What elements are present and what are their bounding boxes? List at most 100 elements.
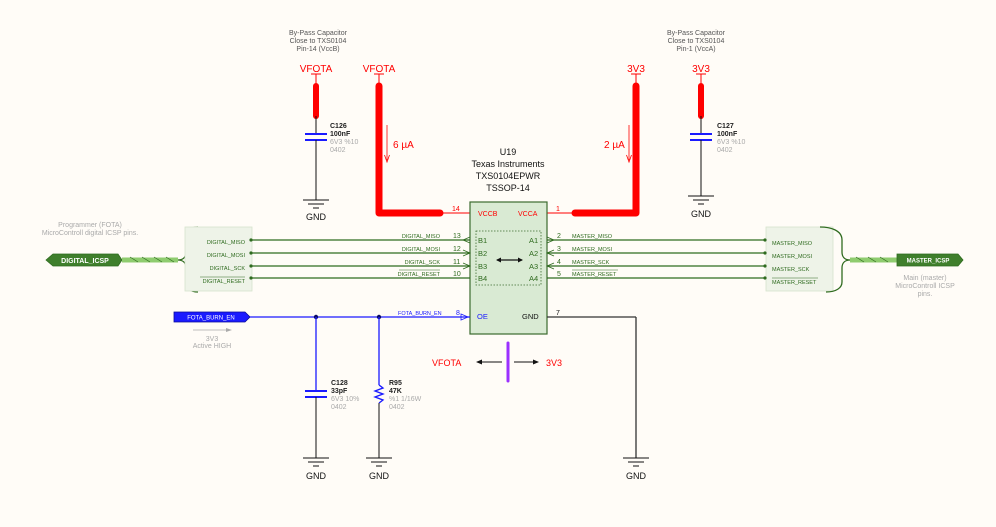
ic-u19[interactable]: VCCB VCCA B1 B2 B3 B4 A1 A2 A3 A4 OE GND: [469, 201, 548, 335]
port-fota-burn-en[interactable]: FOTA_BURN_EN: [173, 311, 251, 323]
resistor-r95[interactable]: R95 47K %1 1/16W 0402: [373, 317, 422, 458]
pin-label-vcca: VCCA: [518, 211, 538, 218]
direction-legend: VFOTA 3V3: [432, 341, 562, 383]
ic-gnd-wire: [547, 316, 637, 458]
pin-label-vccb: VCCB: [478, 211, 498, 218]
pin-num-3: 3: [557, 246, 561, 253]
pin-label-a2: A2: [529, 249, 538, 258]
bypass-note-left-line2: Close to TXS0104: [290, 38, 347, 45]
current-label-a: 2 µA: [604, 140, 625, 151]
capacitor-c127[interactable]: C127 100nF 6V3 %10 0402: [690, 83, 746, 196]
bypass-note-left-line1: By-Pass Capacitor: [289, 30, 348, 37]
pin-label-gnd: GND: [522, 312, 539, 321]
port-digital-icsp[interactable]: DIGITAL_ICSP: [45, 253, 123, 267]
harness-entry-digital-sck: DIGITAL_SCK: [210, 266, 246, 272]
pin-num-1: 1: [556, 206, 560, 213]
direction-label-3v3: 3V3: [546, 358, 562, 368]
harness-entry-master-reset: MASTER_RESET: [772, 280, 817, 286]
c126-ref: C126: [330, 123, 347, 130]
direction-label-vfota: VFOTA: [432, 358, 461, 368]
digital-signal-wires: [249, 236, 472, 280]
ic-u19-header: U19 Texas Instruments TXS0104EPWR TSSOP-…: [471, 147, 545, 193]
c128-ref: C128: [331, 380, 348, 387]
power-label-3v3-cap: 3V3: [692, 64, 710, 75]
gnd-label-r95: GND: [369, 471, 390, 481]
pin-num-2: 2: [557, 233, 561, 240]
r95-package: 0402: [389, 404, 405, 411]
gnd-label-c126: GND: [306, 212, 327, 222]
net-label-master-mosi: MASTER_MOSI: [572, 247, 613, 253]
programmer-note: Programmer (FOTA) MicroControll digital …: [42, 222, 138, 237]
arrow-left-icon: [476, 359, 482, 365]
ic-part-number: TXS0104EPWR: [476, 171, 541, 181]
power-label-vfota-ic: VFOTA: [363, 64, 396, 75]
master-note-line3: pins.: [918, 291, 933, 298]
net-label-master-reset: MASTER_RESET: [572, 272, 617, 278]
capacitor-c126[interactable]: C126 100nF 6V3 %10 0402: [305, 83, 359, 200]
harness-entry-digital-miso: DIGITAL_MISO: [207, 240, 246, 246]
harness-entry-master-mosi: MASTER_MOSI: [772, 254, 813, 260]
ground-symbol-c126: GND: [303, 199, 329, 222]
ic-ref: U19: [500, 147, 517, 157]
c128-value: 33pF: [331, 388, 348, 395]
ground-symbol-c128: GND: [303, 457, 329, 481]
ic-body[interactable]: [469, 201, 548, 335]
pin-num-8: 8: [456, 310, 460, 317]
pin-label-b1: B1: [478, 236, 487, 245]
pin-num-13: 13: [453, 233, 461, 240]
pin-num-14: 14: [452, 206, 460, 213]
master-note-line1: Main (master): [903, 275, 946, 282]
c126-value: 100nF: [330, 131, 351, 138]
vccb-power-trace[interactable]: [375, 82, 444, 217]
arrow-right-icon: [533, 359, 539, 365]
fota-level-line1: 3V3: [206, 336, 219, 343]
harness-entry-digital-mosi: DIGITAL_MOSI: [207, 253, 246, 259]
port-label-fota-burn-en: FOTA_BURN_EN: [187, 316, 235, 322]
pin-label-a4: A4: [529, 274, 538, 283]
port-master-icsp[interactable]: MASTER_ICSP: [896, 253, 964, 267]
pin-label-b3: B3: [478, 262, 487, 271]
r95-spec: %1 1/16W: [389, 396, 422, 403]
c128-spec: 6V3 10%: [331, 396, 359, 403]
power-port-vfota-cap[interactable]: VFOTA: [300, 64, 333, 84]
bypass-note-left: By-Pass Capacitor Close to TXS0104 Pin-1…: [289, 30, 348, 53]
capacitor-c128[interactable]: C128 33pF 6V3 10% 0402: [305, 317, 359, 458]
harness-digital[interactable]: DIGITAL_MISO DIGITAL_MOSI DIGITAL_SCK DI…: [177, 226, 253, 293]
harness-master[interactable]: MASTER_MISO MASTER_MOSI MASTER_SCK MASTE…: [765, 226, 851, 293]
gnd-label-ic: GND: [626, 471, 647, 481]
ground-symbol-r95: GND: [366, 457, 392, 481]
net-label-master-sck: MASTER_SCK: [572, 260, 610, 266]
power-port-3v3-cap[interactable]: 3V3: [692, 64, 710, 84]
current-annotation-b: 6 µA: [384, 125, 414, 164]
fota-level-line2: Active HIGH: [193, 343, 232, 350]
gnd-label-c127: GND: [691, 209, 712, 219]
harness-entry-master-sck: MASTER_SCK: [772, 267, 810, 273]
vcca-power-trace[interactable]: [571, 82, 640, 217]
power-port-vfota-ic[interactable]: VFOTA: [363, 64, 396, 84]
ic-manufacturer: Texas Instruments: [471, 159, 545, 169]
pin-num-10: 10: [453, 271, 461, 278]
gnd-label-c128: GND: [306, 471, 327, 481]
port-label-master-icsp: MASTER_ICSP: [907, 259, 950, 265]
net-label-digital-miso: DIGITAL_MISO: [402, 234, 441, 240]
net-label-digital-sck: DIGITAL_SCK: [405, 260, 441, 266]
harness-entry-master-miso: MASTER_MISO: [772, 241, 813, 247]
power-port-3v3-ic[interactable]: 3V3: [627, 64, 645, 84]
master-note: Main (master) MicroControll ICSP pins.: [895, 275, 955, 298]
power-label-3v3-ic: 3V3: [627, 64, 645, 75]
pin-label-oe: OE: [477, 312, 488, 321]
pin-label-b2: B2: [478, 249, 487, 258]
master-signal-wires: [545, 236, 767, 280]
net-label-fota-burn-en: FOTA_BURN_EN: [398, 311, 442, 317]
ic-channel-box: [475, 230, 542, 286]
net-label-digital-reset: DIGITAL_RESET: [398, 272, 441, 278]
programmer-note-line1: Programmer (FOTA): [58, 222, 122, 229]
bypass-note-right-line3: Pin-1 (VccA): [676, 46, 715, 53]
port-label-digital-icsp: DIGITAL_ICSP: [61, 258, 109, 265]
bypass-note-left-line3: Pin-14 (VccB): [296, 46, 339, 53]
pin-num-11: 11: [453, 259, 460, 266]
ground-symbol-c127: GND: [688, 195, 714, 219]
c128-package: 0402: [331, 404, 347, 411]
master-note-line2: MicroControll ICSP: [895, 283, 955, 290]
